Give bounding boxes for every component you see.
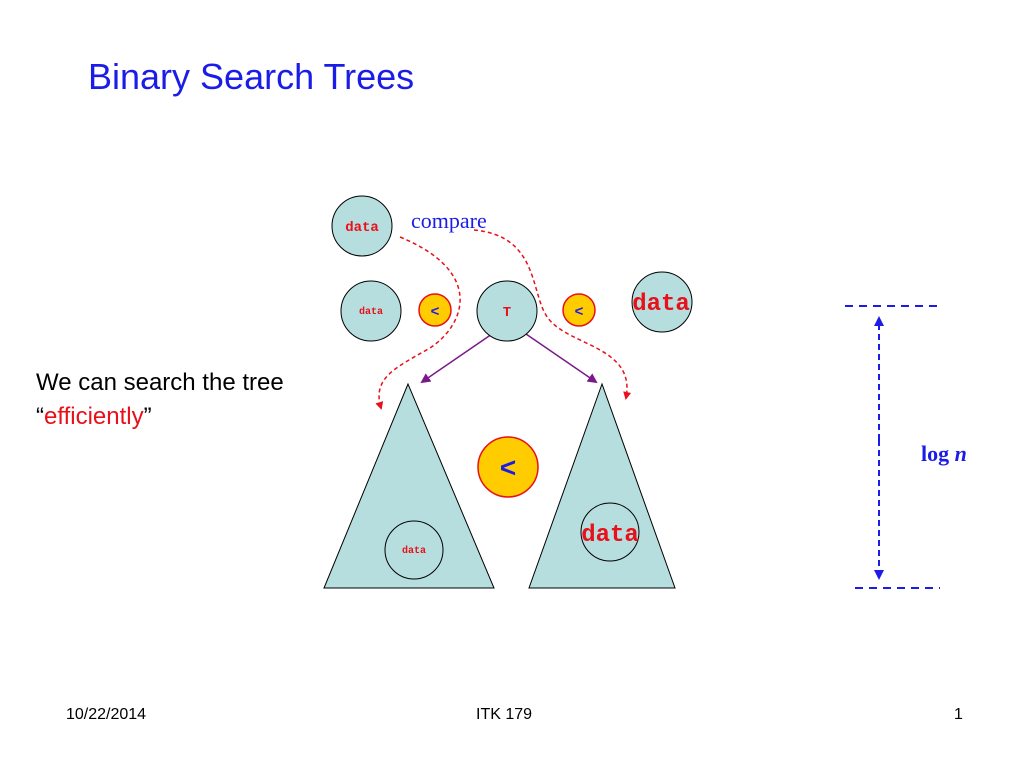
root-node <box>476 280 538 342</box>
footer-page-number: 1 <box>954 706 963 723</box>
right-edge <box>525 333 598 384</box>
top-data-label: data <box>345 220 379 236</box>
compare-path-right <box>473 229 632 400</box>
compare-label: compare <box>411 208 487 233</box>
footer-course: ITK 179 <box>476 706 533 723</box>
compare-path-left <box>375 236 461 410</box>
center-less-than-label: < <box>500 455 517 486</box>
body-lead: We can search the tree “ <box>36 369 284 430</box>
footer-date: 10/22/2014 <box>66 706 147 723</box>
left-data-node <box>340 280 402 342</box>
top-data-node <box>331 195 393 257</box>
right-less-than-label: < <box>574 304 583 321</box>
left-subtree-data-label: data <box>402 545 426 557</box>
left-less-than-label: < <box>430 304 439 321</box>
height-label: log n <box>921 441 967 466</box>
left-edge <box>420 333 493 384</box>
right-data-label: data <box>632 291 690 318</box>
height-label-var: n <box>955 441 967 466</box>
left-subtree-data-node <box>384 520 444 580</box>
height-label-prefix: log <box>921 441 955 466</box>
slide-title: Binary Search Trees <box>88 56 415 97</box>
body-tail: ” <box>143 403 152 430</box>
right-data-node <box>631 271 693 333</box>
body-text: We can search the tree “efficiently” <box>36 366 296 434</box>
left-subtree <box>323 382 495 589</box>
left-data-label: data <box>359 306 383 318</box>
center-less-than-node <box>477 436 539 498</box>
right-subtree-data-label: data <box>581 522 639 549</box>
right-subtree-data-node <box>580 502 640 562</box>
left-less-than-node <box>418 293 452 327</box>
body-highlight: efficiently <box>44 403 144 430</box>
right-less-than-node <box>562 293 596 327</box>
root-label: T <box>503 305 511 321</box>
